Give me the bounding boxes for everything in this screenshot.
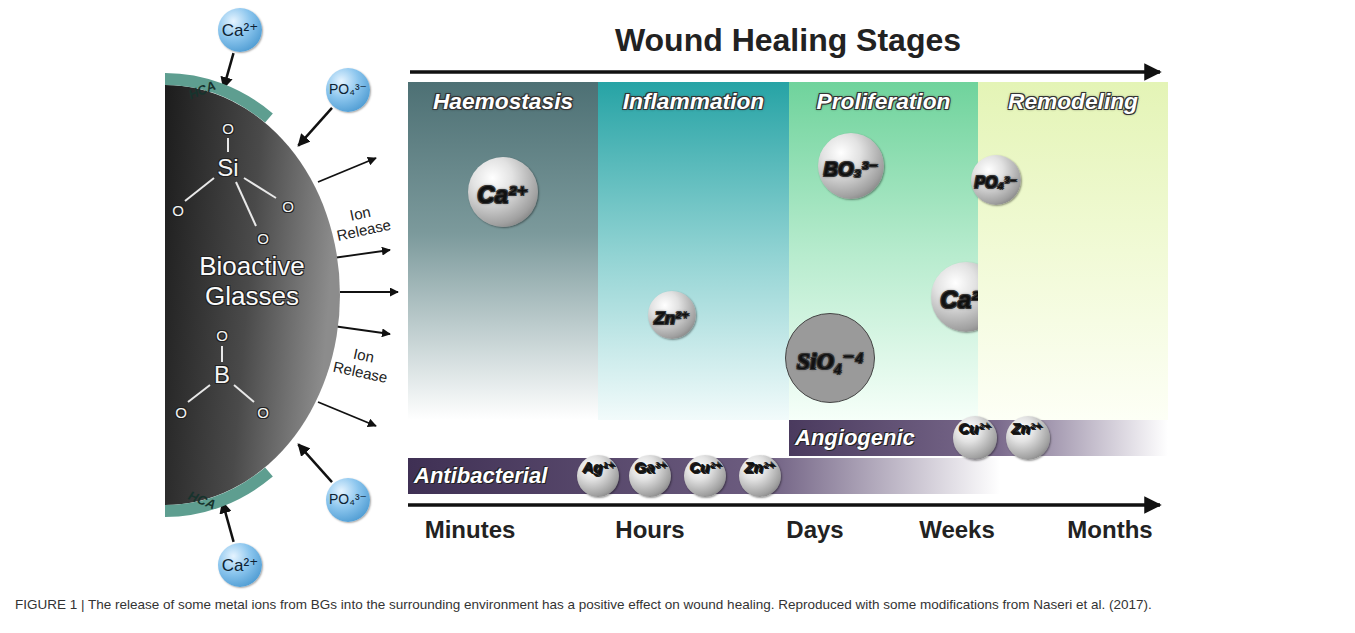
atom-label: O [257,404,269,421]
stage-column: InflammationZn²⁺ [598,82,789,420]
ion-label: Zn²⁺ [1012,421,1043,436]
bond-line [188,385,210,402]
bond-line [227,138,229,152]
ion-circle: Ca²⁺ [218,8,262,52]
ion-label: Ag¹⁺ [583,460,616,475]
atom-label: O [282,198,294,215]
time-label: Weeks [919,516,995,544]
ion-release-label: Ion Release [327,199,396,245]
ion-label: Ca²⁺ [477,183,528,207]
ion-label: Zn²⁺ [654,310,689,327]
ion-circle: PO₄³⁻ [326,68,370,112]
ion-label: Ga³⁺ [635,460,668,475]
bond-line [234,385,254,402]
ion-circle: PO₄³⁻ [326,478,370,522]
ion-label: Zn²⁺ [745,460,776,475]
ion-release-arrow [318,402,376,426]
ion-circle: Zn²⁺ [739,455,781,497]
hca-layer [165,472,269,511]
ion-label: PO₄³⁻ [975,175,1018,191]
glass-body [165,85,340,505]
ion-label: Cu²⁺ [690,460,723,475]
angiogenic-band: Angiogenic Cu²⁺ Zn²⁺ [789,420,1168,456]
ion-label: BO₃³⁻ [824,159,879,179]
stage-name: Inflammation [598,88,789,115]
ion-circle: Zn²⁺ [648,291,696,339]
ion-release-arrow [333,250,390,258]
ion-circle: Ag¹⁺ [577,455,619,497]
figure-caption: FIGURE 1 | The release of some metal ion… [15,597,1340,613]
stage-column: ProliferationBO₃³⁻SiO₄⁻⁴Ca²⁺ [789,82,978,420]
stage-name: Haemostasis [408,88,598,115]
ion-circle: Cu²⁺ [684,455,726,497]
antibacterial-band: Antibacterial Ag¹⁺ Ga³⁺ Cu²⁺ Zn²⁺ [408,458,1000,494]
ion-circle: PO₄³⁻ [971,155,1021,205]
atom-label: O [222,120,234,137]
ion-label: Ca²⁺ [222,22,258,39]
stage-name: Proliferation [789,88,978,115]
time-label: Days [786,516,843,544]
ion-label: Cu²⁺ [959,421,992,436]
ion-circle: Cu²⁺ [953,416,997,460]
ion-release-arrow [318,158,376,182]
connector-arrow [298,108,332,146]
bond-line [185,178,214,201]
ion-circle: Ca²⁺ [218,543,262,587]
time-label: Months [1067,516,1152,544]
figure-title: Wound Healing Stages [408,22,1168,58]
atom-label: B [214,361,230,389]
connector-arrow [223,502,234,542]
bond-line [221,346,223,362]
stage-column: HaemostasisCa²⁺ [408,82,598,420]
stage-name: Remodeling [978,88,1168,115]
atom-label: Si [217,154,238,182]
stage-column: RemodelingPO₄³⁻ [978,82,1168,420]
bond-line [244,178,276,198]
ion-circle: BO₃³⁻ [818,133,884,199]
node-label: Bioactive Glasses [177,252,327,312]
ion-label: Ca²⁺ [222,557,258,574]
time-label: Hours [615,516,684,544]
ion-circle: Ca²⁺ [468,157,538,227]
hca-layer [165,79,269,118]
atom-label: O [257,230,269,247]
atom-label: O [175,404,187,421]
ion-circle: SiO₄⁻⁴ [785,313,875,403]
bioactive-glass: Bioactive Glasses [165,80,345,510]
stage-arrow [410,70,1160,74]
ion-label: SiO₄⁻⁴ [797,349,864,373]
bond-line [236,182,256,226]
connector-arrow [224,53,234,88]
ion-label: PO₄³⁻ [329,83,367,97]
ion-circle: Ga³⁺ [629,455,671,497]
connector-arrow [298,444,332,482]
ion-circle: Zn²⁺ [1006,416,1050,460]
time-axis [408,503,1160,507]
time-label: Minutes [425,516,516,544]
ion-release-arrow [340,291,398,293]
atom-label: O [172,202,184,219]
atom-label: O [216,327,228,344]
band-name: Angiogenic [795,425,915,451]
ion-release-arrow [333,326,390,334]
ion-release-label: Ion Release [327,341,396,387]
band-name: Antibacterial [414,463,547,489]
ion-label: PO₄³⁻ [329,493,367,507]
